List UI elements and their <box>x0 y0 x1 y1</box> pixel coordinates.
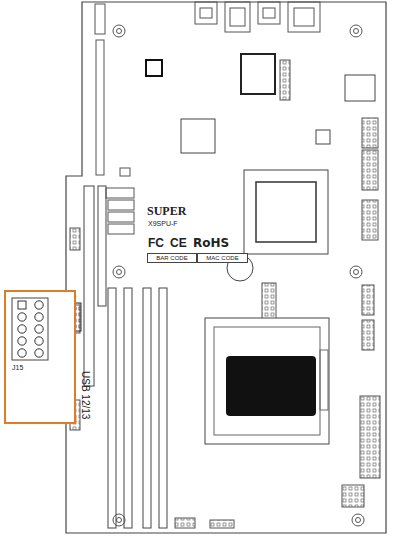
header <box>262 283 276 319</box>
cert-mark: FC <box>147 237 165 249</box>
connector-id: J15 <box>12 364 23 371</box>
connector <box>345 75 375 101</box>
connector-name: USB 12/13 <box>80 371 90 419</box>
box-label: MAC CODE <box>198 255 247 261</box>
pch-chip <box>181 119 215 153</box>
model-name: X9SPU-F <box>147 220 179 227</box>
socket-frame <box>214 327 320 435</box>
cert-mark: RoHS <box>192 237 230 249</box>
pcie-slot <box>98 186 106 306</box>
heatsink-outline <box>244 170 328 254</box>
header <box>280 60 290 100</box>
heatsink <box>256 182 316 242</box>
socket-land <box>226 356 316 416</box>
chip <box>316 130 330 144</box>
slot <box>96 40 104 175</box>
board-outline <box>66 2 386 533</box>
cert-mark: CE <box>169 237 188 249</box>
barcode-box: BAR CODE <box>147 253 197 263</box>
chip <box>146 60 162 76</box>
callout-box: J15USB 12/13 <box>4 290 76 424</box>
pin-header <box>8 296 76 366</box>
box-label: BAR CODE <box>148 255 196 261</box>
bmc-chip <box>241 54 275 94</box>
maccode-box: MAC CODE <box>197 253 248 263</box>
rear-io <box>95 2 320 34</box>
pcie-slot <box>84 186 94 386</box>
cpu-socket <box>205 318 329 444</box>
right-headers <box>175 118 380 528</box>
dimm-slots <box>108 288 167 528</box>
socket-lever <box>320 350 328 410</box>
brand-logo: SUPER <box>146 205 187 217</box>
